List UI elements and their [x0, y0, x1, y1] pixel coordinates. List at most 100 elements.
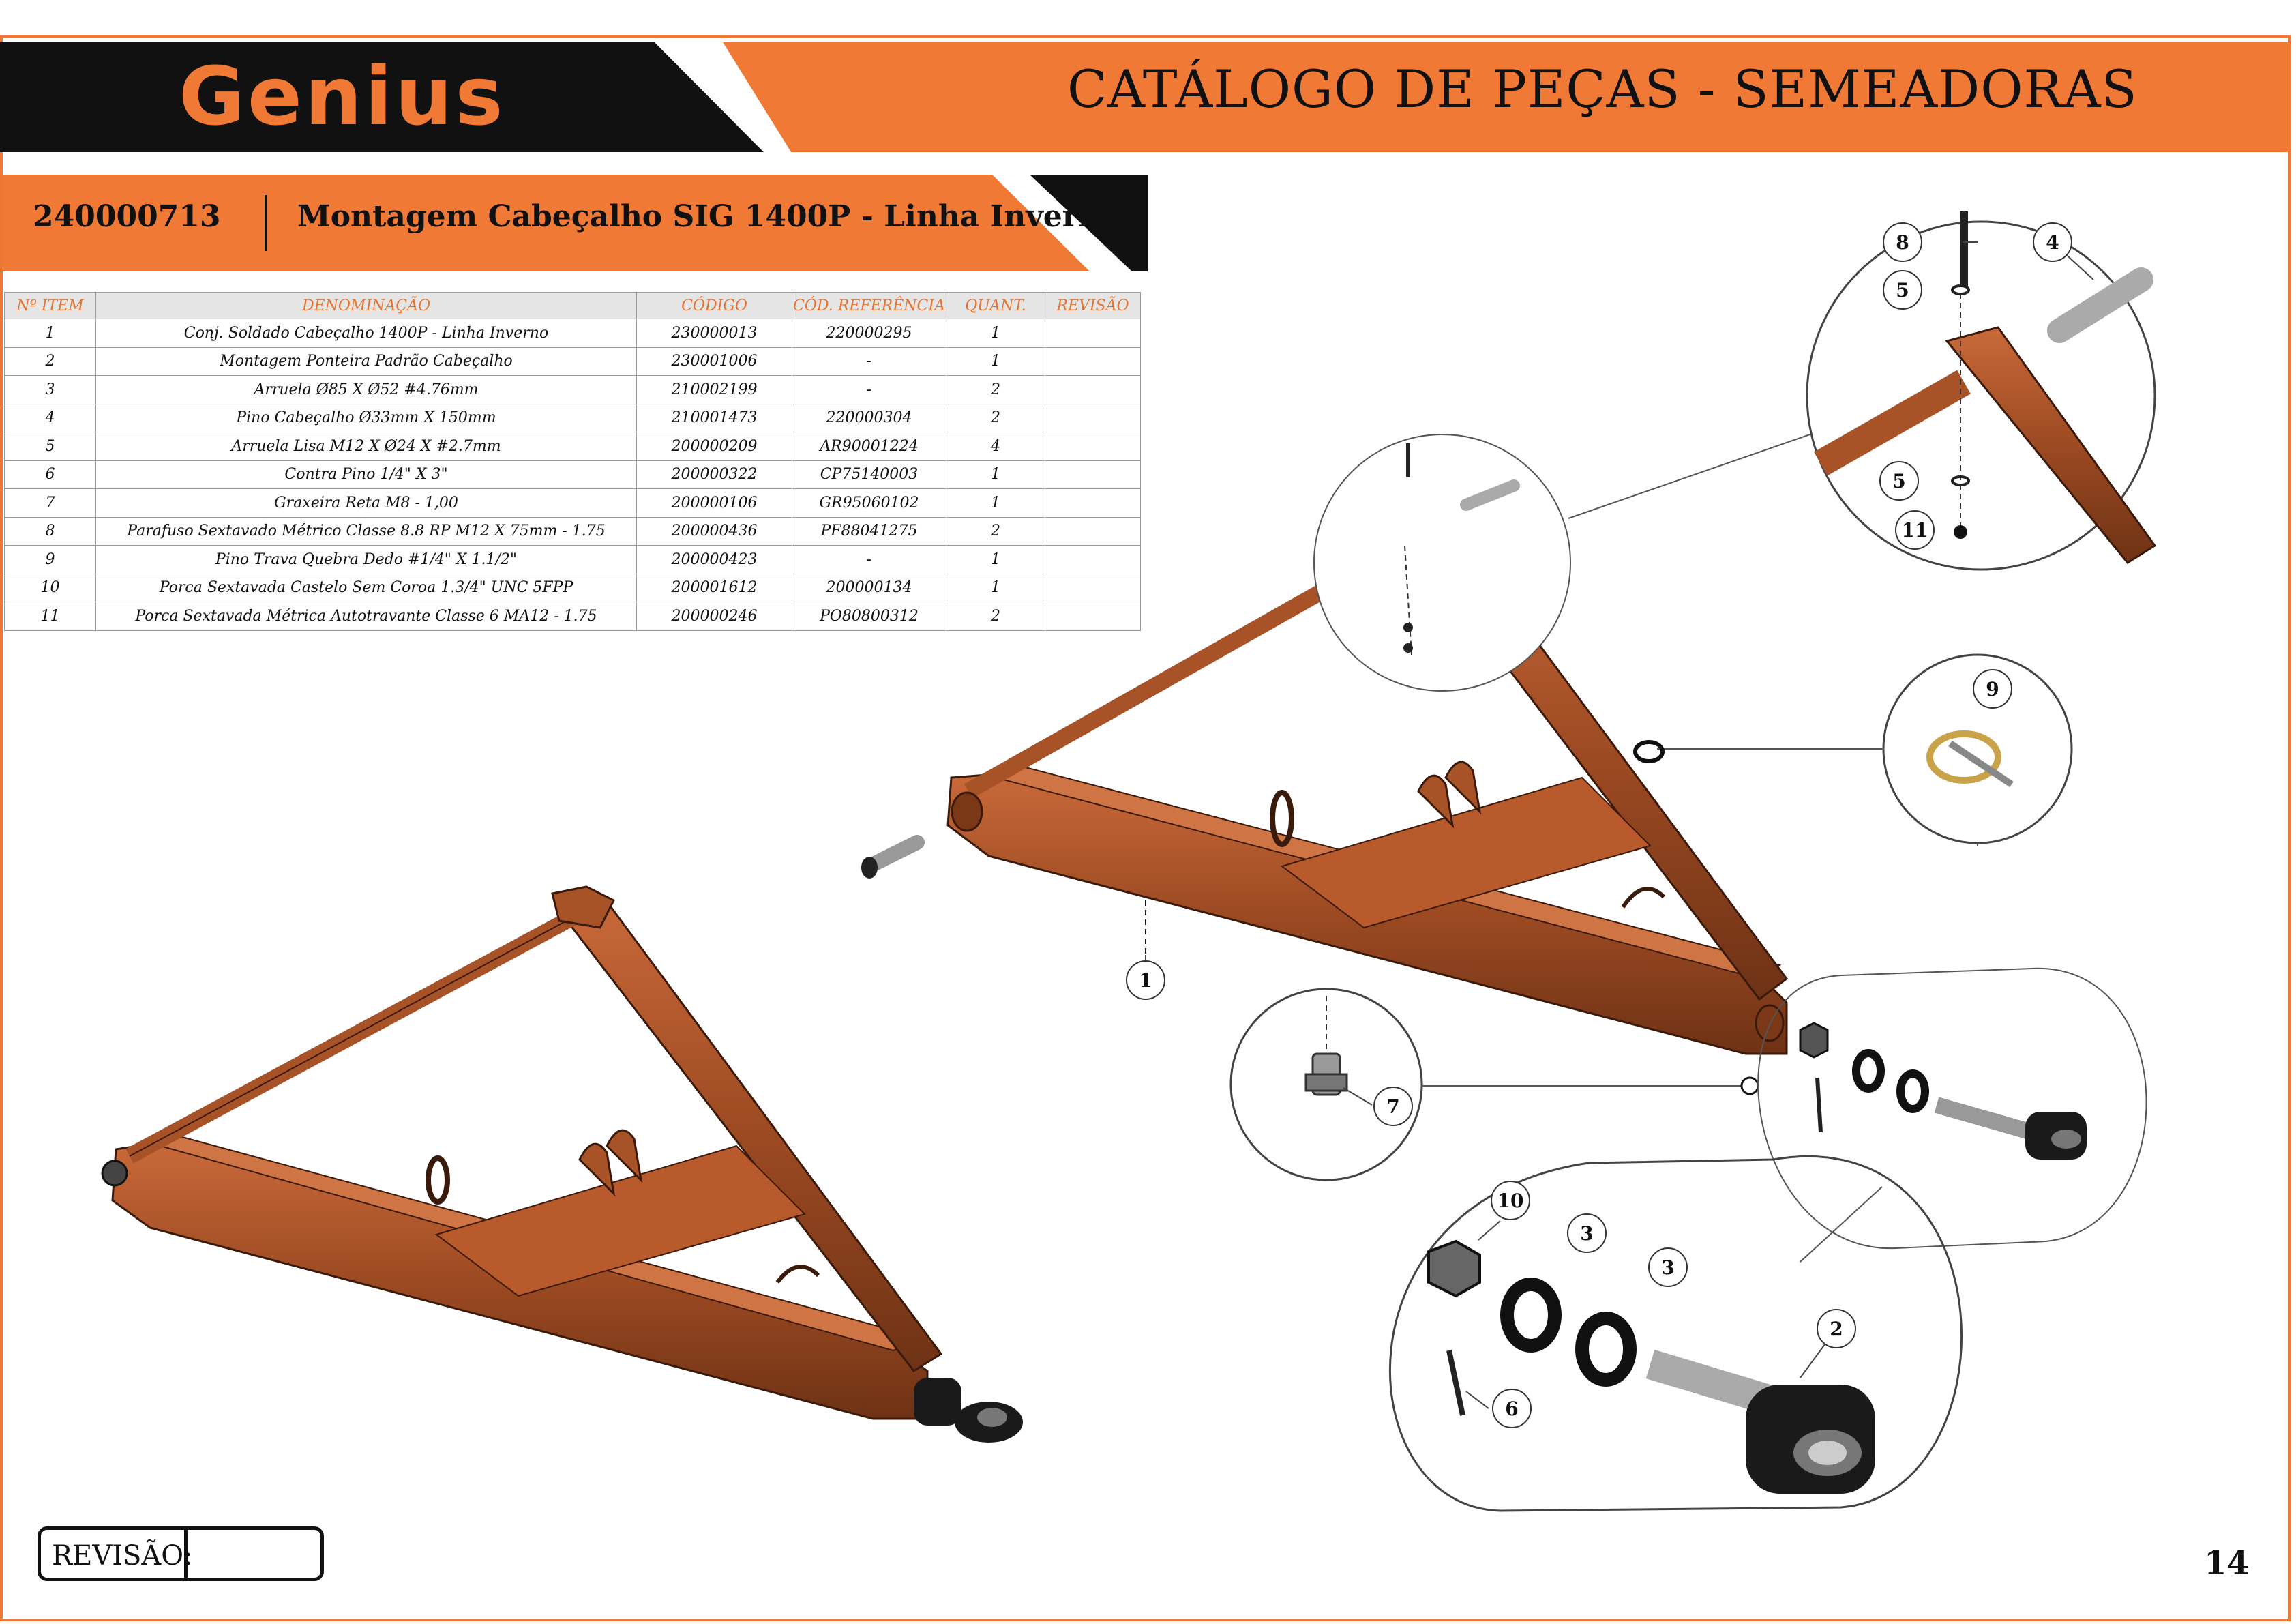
cell-revision — [1045, 545, 1141, 574]
col-header-code: CÓDIGO — [636, 292, 792, 319]
callout-6: 6 — [1492, 1389, 1532, 1428]
callout-label: 9 — [1986, 678, 1999, 700]
cell-reference: AR90001224 — [792, 432, 946, 461]
cell-revision — [1045, 319, 1141, 348]
cell-reference: PO80800312 — [792, 602, 946, 631]
callout-label: 3 — [1580, 1222, 1593, 1245]
cell-description: Graxeira Reta M8 - 1,00 — [95, 488, 637, 518]
exploded-drawbar — [861, 514, 1789, 1055]
cell-reference: - — [792, 545, 946, 574]
genius-logo: Genius — [179, 49, 506, 143]
callout-10: 10 — [1491, 1181, 1530, 1220]
cell-item: 2 — [4, 346, 96, 376]
revision-box — [38, 1526, 324, 1581]
col-header-item: Nº ITEM — [4, 292, 96, 319]
callout-label: 8 — [1896, 231, 1909, 254]
cell-description: Conj. Soldado Cabeçalho 1400P - Linha In… — [95, 319, 637, 348]
cell-revision — [1045, 573, 1141, 602]
callout-label: 7 — [1386, 1095, 1399, 1118]
cell-description: Arruela Lisa M12 X Ø24 X #2.7mm — [95, 432, 637, 461]
cell-code: 200000322 — [636, 460, 792, 489]
callout-5b: 5 — [1879, 461, 1919, 501]
revision-divider — [184, 1530, 188, 1578]
callout-3b: 3 — [1648, 1247, 1688, 1287]
cell-reference: - — [792, 346, 946, 376]
detail-circle-bolt — [1313, 432, 1815, 692]
cell-quantity: 1 — [946, 346, 1045, 376]
cell-quantity: 1 — [946, 545, 1045, 574]
cell-item: 8 — [4, 516, 96, 546]
cell-code: 230001006 — [636, 346, 792, 376]
callout-label: 5 — [1896, 279, 1909, 301]
cell-revision — [1045, 403, 1141, 432]
col-header-revision: REVISÃO — [1045, 292, 1141, 319]
callout-9: 9 — [1973, 669, 2012, 709]
cell-description: Contra Pino 1/4" X 3" — [95, 460, 637, 489]
cell-item: 11 — [4, 602, 96, 631]
cell-item: 7 — [4, 488, 96, 518]
part-code: 240000713 — [33, 199, 221, 234]
cell-description: Arruela Ø85 X Ø52 #4.76mm — [95, 375, 637, 404]
callout-label: 5 — [1892, 470, 1905, 492]
callout-8: 8 — [1883, 222, 1922, 262]
callout-label: 4 — [2046, 231, 2059, 254]
cell-revision — [1045, 375, 1141, 404]
cell-quantity: 1 — [946, 488, 1045, 518]
callout-5: 5 — [1883, 270, 1922, 310]
assembly-title: Montagem Cabeçalho SIG 1400P - Linha Inv… — [297, 199, 1120, 234]
detail-hitch-point-small — [1757, 967, 2147, 1250]
detail-circle-grease-fitting — [1229, 988, 1759, 1181]
cell-code: 210001473 — [636, 403, 792, 432]
cell-revision — [1045, 346, 1141, 376]
header-band — [0, 42, 2291, 152]
subheader-band — [3, 175, 1148, 271]
cell-item: 3 — [4, 375, 96, 404]
callout-7: 7 — [1373, 1087, 1413, 1126]
cell-revision — [1045, 432, 1141, 461]
cell-code: 200001612 — [636, 573, 792, 602]
cell-description: Pino Trava Quebra Dedo #1/4" X 1.1/2" — [95, 545, 637, 574]
cell-reference: PF88041275 — [792, 516, 946, 546]
callout-4: 4 — [2033, 222, 2072, 262]
catalog-title: CATÁLOGO DE PEÇAS - SEMEADORAS — [1067, 59, 2138, 119]
cell-item: 4 — [4, 403, 96, 432]
cell-quantity: 1 — [946, 573, 1045, 602]
detail-hitch-point-large — [1388, 1155, 1963, 1512]
page-frame — [0, 35, 2291, 1621]
table-header-row: Nº ITEM DENOMINAÇÃO CÓDIGO CÓD. REFERÊNC… — [4, 292, 1141, 319]
cell-code: 200000209 — [636, 432, 792, 461]
cell-code: 200000246 — [636, 602, 792, 631]
callout-1: 1 — [1126, 960, 1165, 1000]
callout-label: 6 — [1505, 1398, 1518, 1420]
parts-table: Nº ITEM DENOMINAÇÃO CÓDIGO CÓD. REFERÊNC… — [4, 292, 1141, 631]
callout-label: 10 — [1497, 1190, 1524, 1212]
callout-label: 2 — [1830, 1318, 1843, 1340]
cell-reference: GR95060102 — [792, 488, 946, 518]
col-header-description: DENOMINAÇÃO — [95, 292, 637, 319]
col-header-quantity: QUANT. — [946, 292, 1045, 319]
cell-reference: CP75140003 — [792, 460, 946, 489]
cell-description: Porca Sextavada Castelo Sem Coroa 1.3/4"… — [95, 573, 637, 602]
callout-label: 1 — [1139, 969, 1152, 992]
cell-reference: - — [792, 375, 946, 404]
cell-revision — [1045, 602, 1141, 631]
cell-quantity: 2 — [946, 602, 1045, 631]
cell-code: 200000436 — [636, 516, 792, 546]
cell-quantity: 2 — [946, 403, 1045, 432]
cell-code: 230000013 — [636, 319, 792, 348]
cell-quantity: 2 — [946, 375, 1045, 404]
col-header-reference: CÓD. REFERÊNCIA — [792, 292, 946, 319]
callout-3: 3 — [1567, 1213, 1607, 1253]
assembled-drawbar — [101, 885, 1023, 1443]
cell-quantity: 2 — [946, 516, 1045, 546]
cell-description: Porca Sextavada Métrica Autotravante Cla… — [95, 602, 637, 631]
cell-item: 10 — [4, 573, 96, 602]
callout-label: 11 — [1902, 519, 1928, 542]
cell-item: 5 — [4, 432, 96, 461]
